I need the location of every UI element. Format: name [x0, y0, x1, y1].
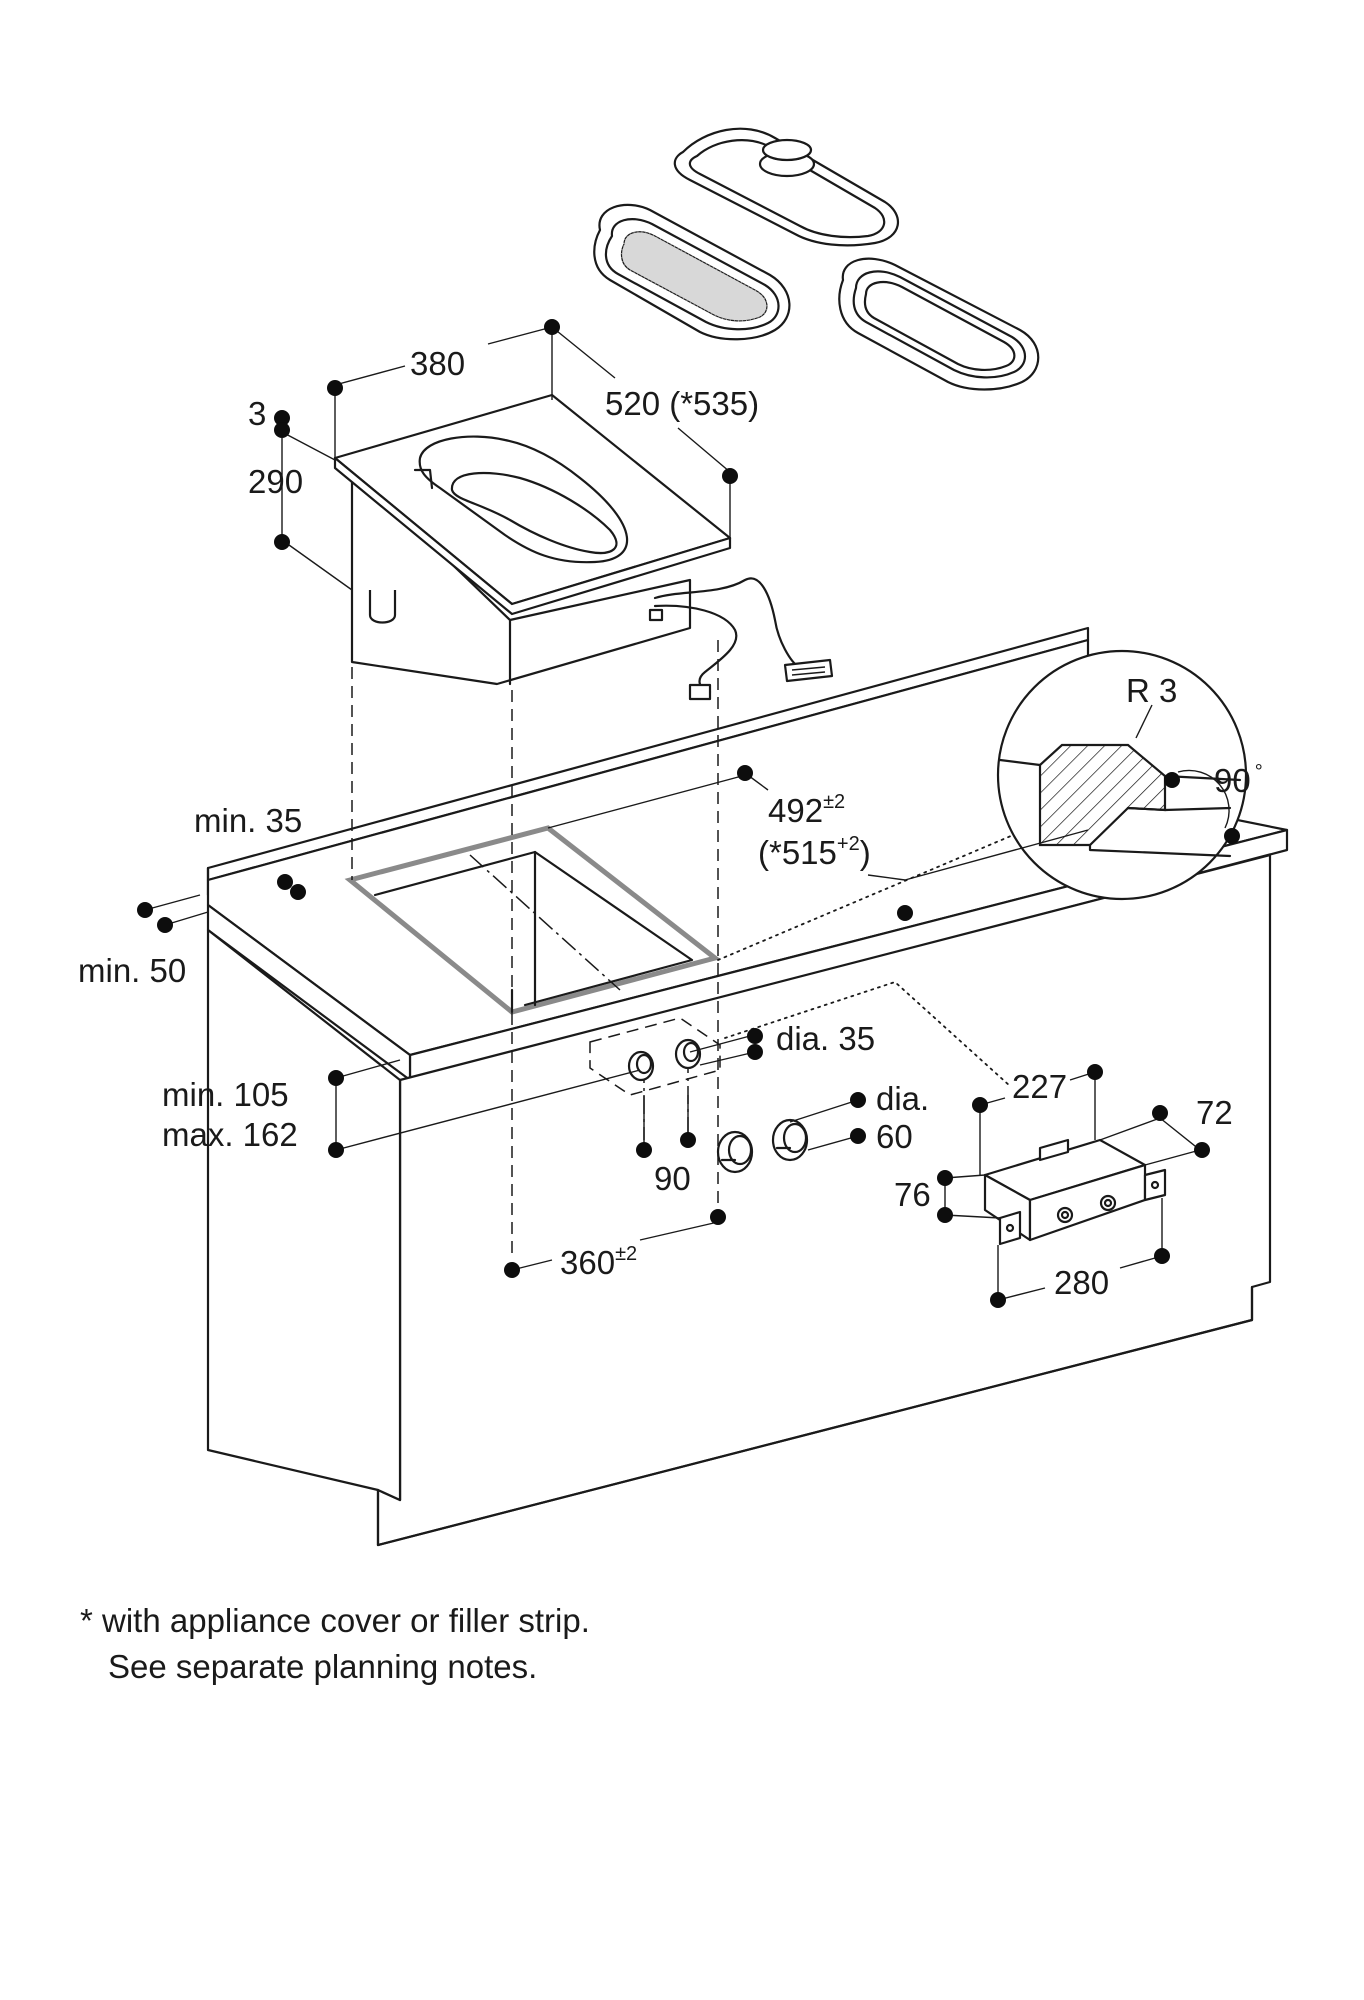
dim-max162-label: max. 162	[162, 1116, 298, 1153]
dim-min105-label: min. 105	[162, 1076, 289, 1113]
dim-227-label: 227	[1012, 1068, 1067, 1105]
dim-90deg-label: 90°	[1214, 761, 1263, 799]
footnote-line-2: See separate planning notes.	[108, 1648, 538, 1685]
dim-380-label: 380	[410, 345, 465, 382]
dim-520-label: 520 (*535)	[605, 385, 759, 422]
projection-lines	[351, 610, 1026, 1260]
dim-76-label: 76	[894, 1176, 931, 1213]
control-knobs	[627, 1038, 809, 1174]
dim-r3-label: R 3	[1126, 672, 1177, 709]
dim-290-label: 290	[248, 463, 303, 500]
dim-min50-label: min. 50	[78, 952, 186, 989]
dim-90-label: 90	[654, 1160, 691, 1197]
dim-360-label: 360±2	[560, 1243, 637, 1281]
dim-72-label: 72	[1196, 1094, 1233, 1131]
control-box	[983, 1138, 1167, 1246]
edge-detail-magnifier	[996, 649, 1248, 901]
footnote-line-1: * with appliance cover or filler strip.	[80, 1602, 590, 1639]
dim-60-label: 60	[876, 1118, 913, 1155]
dim-3-label: 3	[248, 395, 266, 432]
dimension-lines	[144, 326, 1201, 1301]
dim-dia-label: dia.	[876, 1080, 929, 1117]
dimension-labels: 380 520 (*535) 3 290 min. 35 min. 50 492…	[78, 345, 1263, 1301]
dim-dia35-label: dia. 35	[776, 1020, 875, 1057]
steamer-appliance	[333, 393, 834, 701]
lid-accessory	[673, 127, 900, 247]
dim-min35-label: min. 35	[194, 802, 302, 839]
dim-492-label: 492±2	[768, 791, 845, 829]
dimension-dots	[137, 319, 1240, 1308]
dim-280-label: 280	[1054, 1264, 1109, 1301]
dim-515-label: (*515+2)	[758, 833, 871, 871]
perforated-basket-accessory	[593, 203, 791, 341]
pan-accessory	[838, 257, 1040, 391]
